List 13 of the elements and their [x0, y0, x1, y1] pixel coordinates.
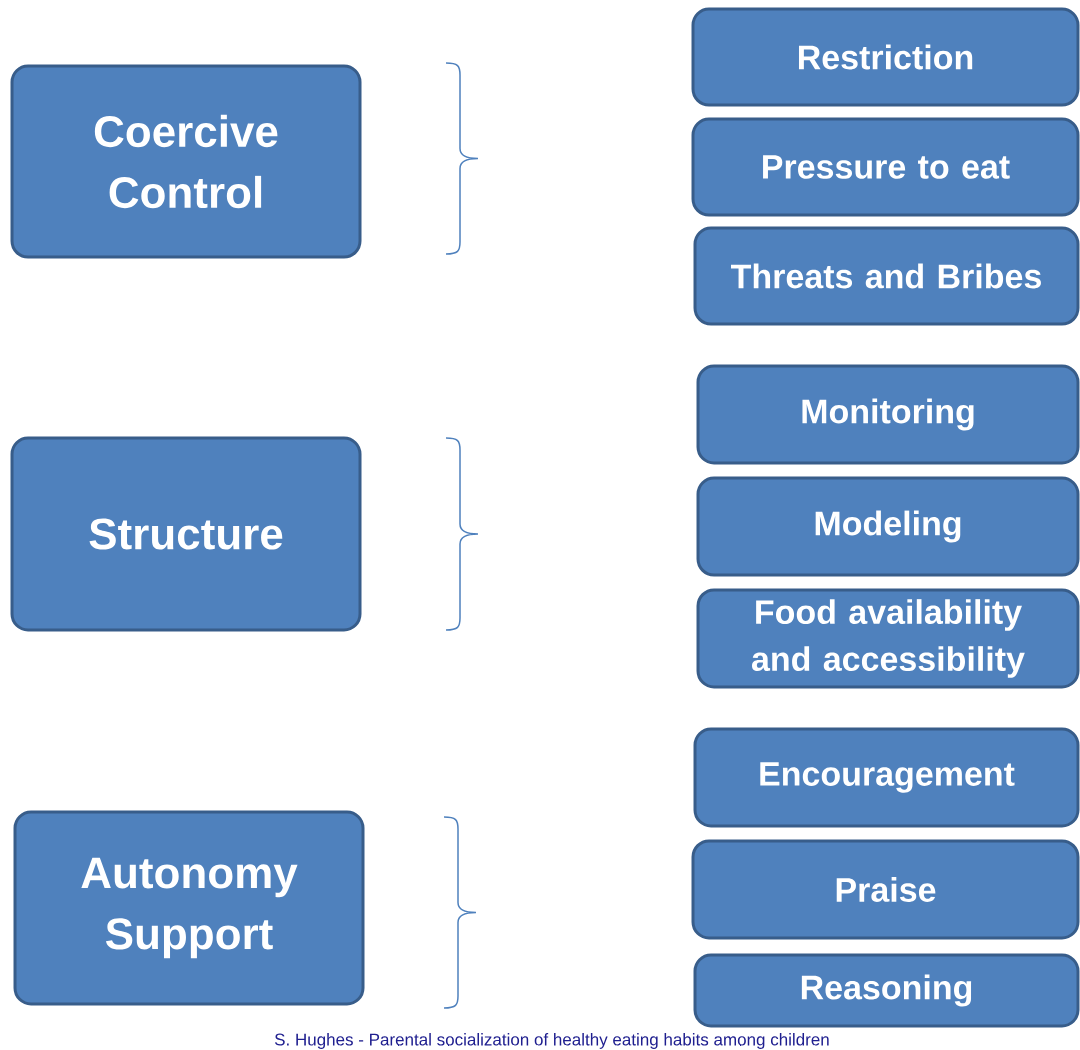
category-box: Threats and Bribes — [693, 226, 1080, 326]
caption: S. Hughes - Parental socialization of healthy eating habits among children — [274, 1033, 829, 1049]
category-box: Restriction — [691, 7, 1080, 107]
category-box: Praise — [691, 839, 1080, 940]
category-box: Autonomy Support — [13, 810, 365, 1006]
category-box: Structure — [10, 436, 362, 632]
category-box: Coercive Control — [10, 64, 362, 259]
category-box: Encouragement — [693, 727, 1080, 828]
category-box: Modeling — [696, 476, 1080, 577]
category-box: Monitoring — [696, 364, 1080, 465]
category-box: Pressure to eat — [691, 117, 1080, 217]
category-box: Food availability and accessibility — [696, 588, 1080, 689]
category-box: Reasoning — [693, 953, 1080, 1028]
